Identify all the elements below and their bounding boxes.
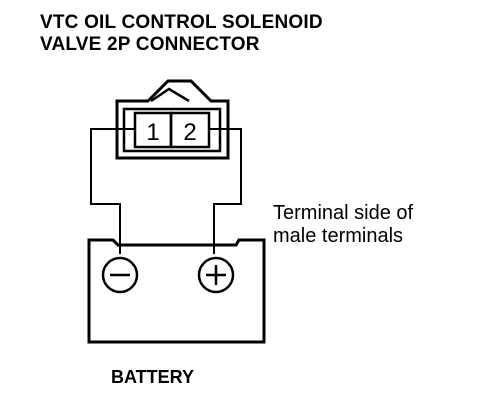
title-line-2: VALVE 2P CONNECTOR	[40, 34, 260, 55]
annotation-line-1: Terminal side of	[273, 202, 414, 224]
wire-terminal-1-to-negative	[90, 128, 135, 254]
terminal-2-label: 2	[183, 119, 196, 146]
battery-outline	[87, 238, 266, 344]
connector: 1 2	[115, 79, 230, 160]
diagram-title: VTC OIL CONTROL SOLENOID VALVE 2P CONNEC…	[40, 12, 323, 56]
positive-terminal-icon	[197, 256, 235, 294]
title-line-1: VTC OIL CONTROL SOLENOID	[40, 12, 323, 33]
terminal-1-label: 1	[146, 119, 159, 146]
annotation-line-2: male terminals	[273, 225, 403, 247]
negative-terminal-icon	[101, 256, 139, 294]
connector-lock-tab	[150, 87, 190, 103]
battery	[87, 238, 266, 344]
battery-label: BATTERY	[111, 367, 194, 387]
wire-terminal-2-to-positive	[209, 128, 242, 254]
connector-outer-housing	[115, 79, 230, 160]
